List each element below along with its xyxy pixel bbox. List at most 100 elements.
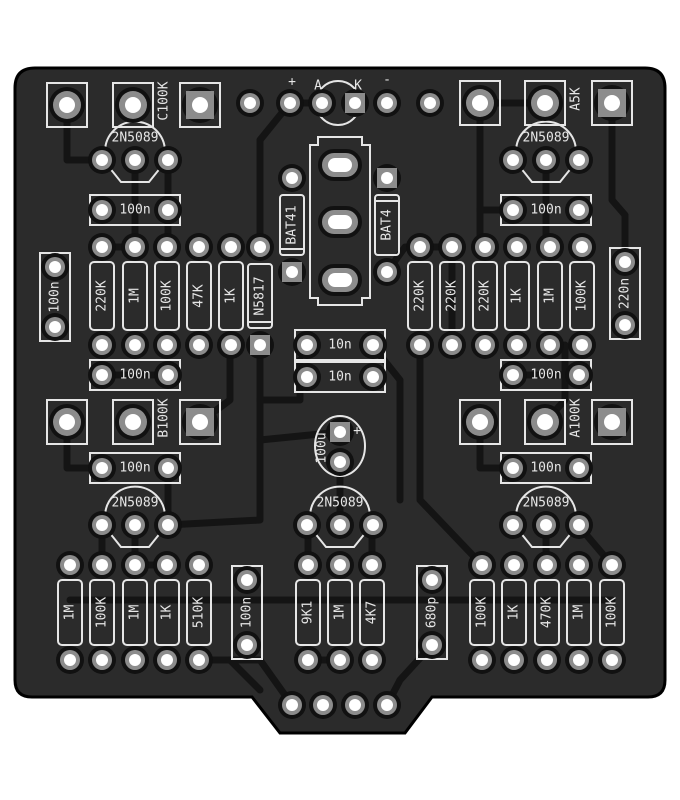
resistor-pin	[438, 331, 466, 359]
pot-c100k-pin	[182, 87, 218, 123]
pot-a100k-pin	[462, 404, 498, 440]
transistor-pin	[359, 511, 387, 539]
diode-pin	[246, 233, 274, 261]
resistor-pin	[471, 233, 499, 261]
resistor-label: 1M	[333, 605, 348, 621]
resistor-pin	[503, 331, 531, 359]
capacitor-label-top_left_upper: 100n	[119, 203, 150, 218]
pot-label-c100k: C100K	[157, 81, 172, 120]
pot-a100k-pin	[594, 404, 630, 440]
capacitor-label-mid_left: 100n	[119, 461, 150, 476]
pot-b100k-pin1-outline	[46, 399, 88, 445]
capacitor-pin	[499, 454, 527, 482]
capacitor-pin	[88, 196, 116, 224]
resistor-label: 1K	[510, 288, 525, 304]
resistor-label: 510K	[192, 597, 207, 628]
resistor-label: 100K	[575, 280, 590, 311]
resistor-label: 4K7	[365, 601, 380, 624]
diode-label-right: BAT4	[380, 209, 395, 240]
transistor-label: 2N5089	[317, 496, 364, 511]
pot-a5k-pin1-outline	[459, 80, 501, 126]
resistor-label: 220K	[478, 280, 493, 311]
power-header-pin-2	[276, 89, 304, 117]
transistor-pin	[88, 511, 116, 539]
pads-layer	[41, 85, 639, 719]
power-header-pin-3	[308, 89, 336, 117]
resistor-label: 100K	[95, 597, 110, 628]
capacitor-label-left_vertical: 100n	[48, 281, 63, 312]
pot-a5k-pin	[527, 85, 563, 121]
capacitor-pin	[565, 361, 593, 389]
resistor-pin	[406, 233, 434, 261]
pot-c100k-pin	[115, 87, 151, 123]
transistor-pin	[293, 511, 321, 539]
resistor-pin	[468, 551, 496, 579]
resistor-label: 1M	[543, 288, 558, 304]
resistor-pin	[533, 646, 561, 674]
resistor-outline	[566, 579, 592, 646]
diode-right-outline	[374, 194, 400, 256]
transistor-pin	[121, 146, 149, 174]
resistor-label: 470K	[540, 597, 555, 628]
capacitor-pin	[359, 331, 387, 359]
header-label-plus: +	[288, 75, 296, 90]
resistor-label: 100K	[475, 597, 490, 628]
capacitor-label-top_right_lower: 100n	[530, 368, 561, 383]
diode-pin	[246, 331, 274, 359]
pot-a5k-pin	[462, 85, 498, 121]
resistor-pin	[533, 551, 561, 579]
resistor-outline	[469, 579, 495, 646]
resistor-pin	[56, 551, 84, 579]
resistor-label: 1M	[572, 605, 587, 621]
capacitor-pin	[41, 253, 69, 281]
resistor-label: 220K	[445, 280, 460, 311]
capacitor-pin	[418, 566, 446, 594]
electrolytic-label: 100u	[315, 432, 330, 463]
resistor-pin	[185, 233, 213, 261]
transistor-label: 2N5089	[112, 496, 159, 511]
resistor-outline	[154, 579, 180, 646]
transistor-pin	[499, 511, 527, 539]
transistor-label: 2N5089	[112, 131, 159, 146]
pot-label-a100k: A100K	[569, 398, 584, 437]
capacitor-pin	[499, 196, 527, 224]
resistor-pin	[468, 646, 496, 674]
capacitor-pin	[499, 361, 527, 389]
capacitor-pin	[41, 313, 69, 341]
resistor-outline	[327, 579, 353, 646]
trace	[368, 341, 404, 504]
resistor-outline	[537, 261, 563, 331]
resistor-outline	[186, 261, 212, 331]
diode-left-outline	[279, 194, 305, 256]
diode-pin	[373, 258, 401, 286]
pot-c100k-pin1-outline	[46, 82, 88, 128]
resistor-pin	[294, 551, 322, 579]
resistor-outline	[57, 579, 83, 646]
pot-label-b100k: B100K	[157, 398, 172, 437]
pot-b100k-pin	[49, 404, 85, 440]
transistor-pin	[154, 511, 182, 539]
resistor-pin	[217, 233, 245, 261]
resistor-pin	[500, 646, 528, 674]
transistor-pin	[565, 146, 593, 174]
capacitor-pin	[293, 331, 321, 359]
resistor-pin	[568, 331, 596, 359]
transistor-label: 2N5089	[523, 496, 570, 511]
resistor-outline	[439, 261, 465, 331]
capacitor-label-bottom_center_vertical: 680p	[425, 597, 440, 628]
resistor-outline	[504, 261, 530, 331]
pot-b100k-pin2-outline	[112, 399, 154, 445]
capacitor-pin	[565, 196, 593, 224]
resistor-pin	[438, 233, 466, 261]
io-header-pin-2	[309, 691, 337, 719]
resistor-pin	[326, 551, 354, 579]
resistor-pin	[88, 233, 116, 261]
capacitor-pin	[565, 454, 593, 482]
resistor-pin	[406, 331, 434, 359]
capacitor-label-bottom_left_vertical: 100n	[240, 597, 255, 628]
transistor-pin	[565, 511, 593, 539]
resistor-outline	[407, 261, 433, 331]
trace	[226, 656, 264, 694]
resistor-pin	[121, 551, 149, 579]
pot-b100k-pin	[182, 404, 218, 440]
